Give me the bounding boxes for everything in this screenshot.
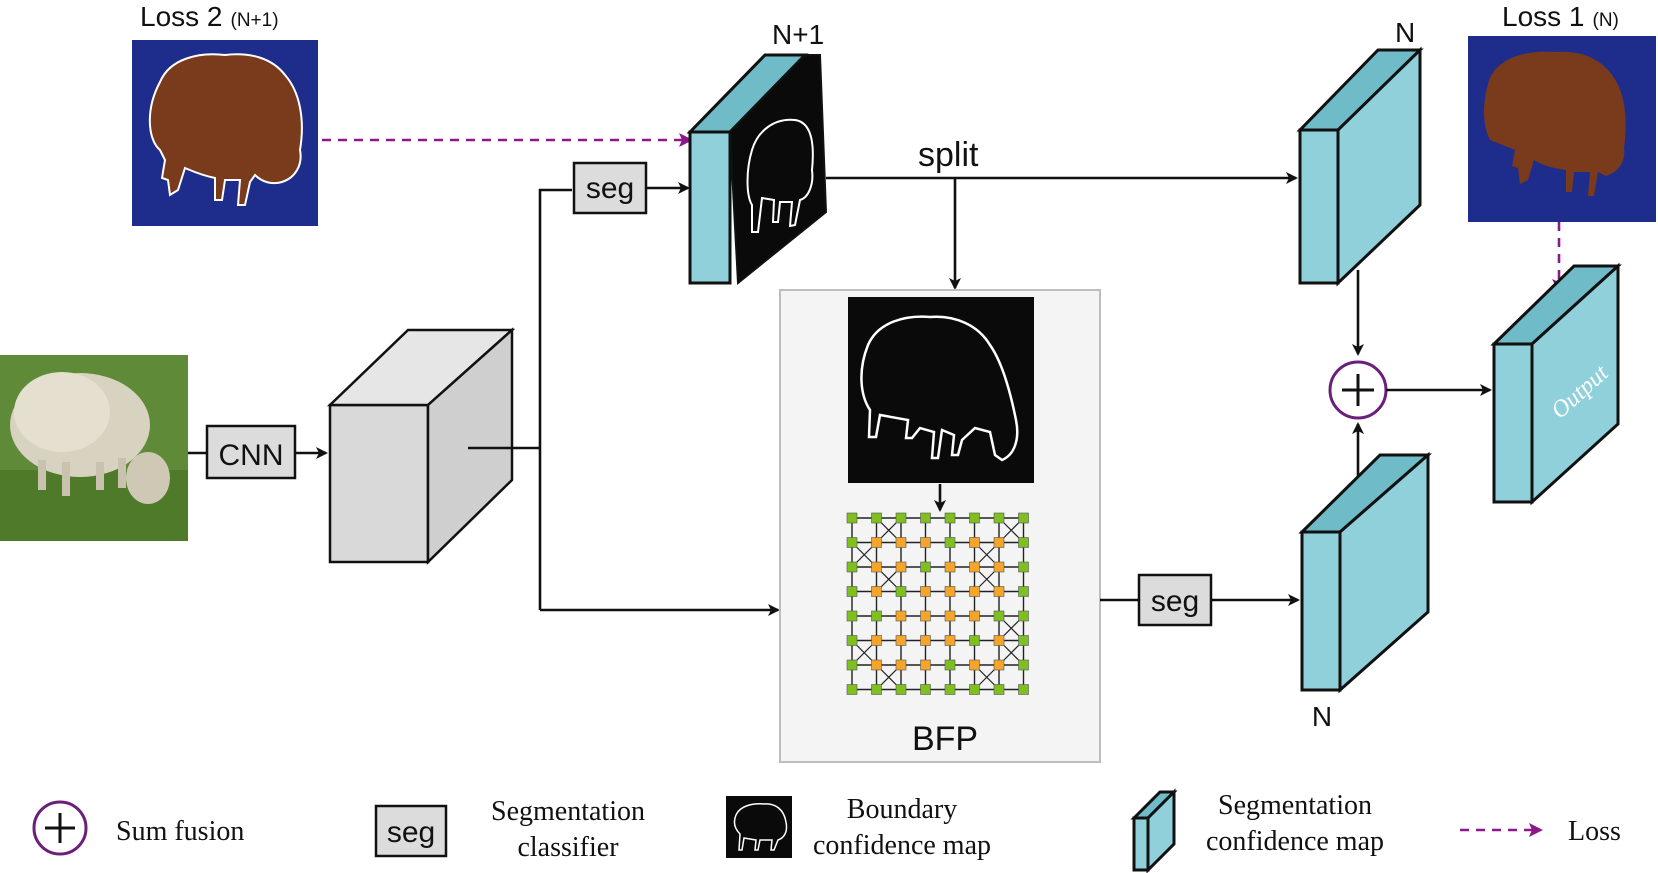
bfp-label: BFP <box>912 720 978 758</box>
legend-sum-label: Sum fusion <box>116 816 244 847</box>
legend-seg-line2: classifier <box>517 832 619 863</box>
legend: Sum fusion seg Segmentation classifier B… <box>32 788 1621 873</box>
loss1-label: Loss 1(N) <box>1502 1 1619 32</box>
seg-top-box <box>572 161 648 215</box>
branch-vertical-line <box>538 188 572 610</box>
seg-top-label: seg <box>586 172 634 205</box>
n-plus-1-boundary <box>746 118 814 233</box>
legend-sum-icon <box>32 800 88 856</box>
loss1-groundtruth-image <box>1468 36 1656 222</box>
legend-loss-label: Loss <box>1568 816 1621 847</box>
n-top-label: N <box>1395 17 1415 48</box>
feature-block <box>326 327 516 565</box>
legend-segmap-line2: confidence map <box>1206 826 1384 857</box>
legend-seg-text: seg <box>387 816 435 849</box>
cnn-box <box>205 424 297 480</box>
legend-boundary-line2: confidence map <box>813 830 991 861</box>
n-bottom-block <box>1298 451 1432 694</box>
n-plus-1-block <box>686 53 828 286</box>
legend-boundary-icon <box>726 796 792 858</box>
split-label: split <box>918 136 979 174</box>
seg-bottom-label: seg <box>1151 585 1199 618</box>
legend-segmap-icon <box>1130 788 1178 873</box>
legend-boundary-line1: Boundary <box>847 794 957 825</box>
n-plus-1-label: N+1 <box>772 19 824 50</box>
output-block: Output <box>1490 262 1622 506</box>
n-bottom-label: N <box>1312 701 1332 732</box>
loss2-label: Loss 2(N+1) <box>140 1 279 32</box>
seg-bottom-box <box>1137 573 1213 627</box>
legend-seg-box <box>374 804 448 858</box>
graph-grid-icon <box>846 512 1029 695</box>
loss2-groundtruth-image <box>132 40 318 226</box>
sum-fusion-icon <box>1328 360 1388 420</box>
boundary-map <box>848 297 1034 483</box>
sheep-photo <box>0 355 188 541</box>
legend-seg-line1: Segmentation <box>491 796 645 827</box>
n-top-block <box>1296 46 1424 287</box>
loss1-silhouette <box>1484 51 1626 197</box>
legend-segmap-line1: Segmentation <box>1218 790 1372 821</box>
cnn-label: CNN <box>219 439 284 472</box>
